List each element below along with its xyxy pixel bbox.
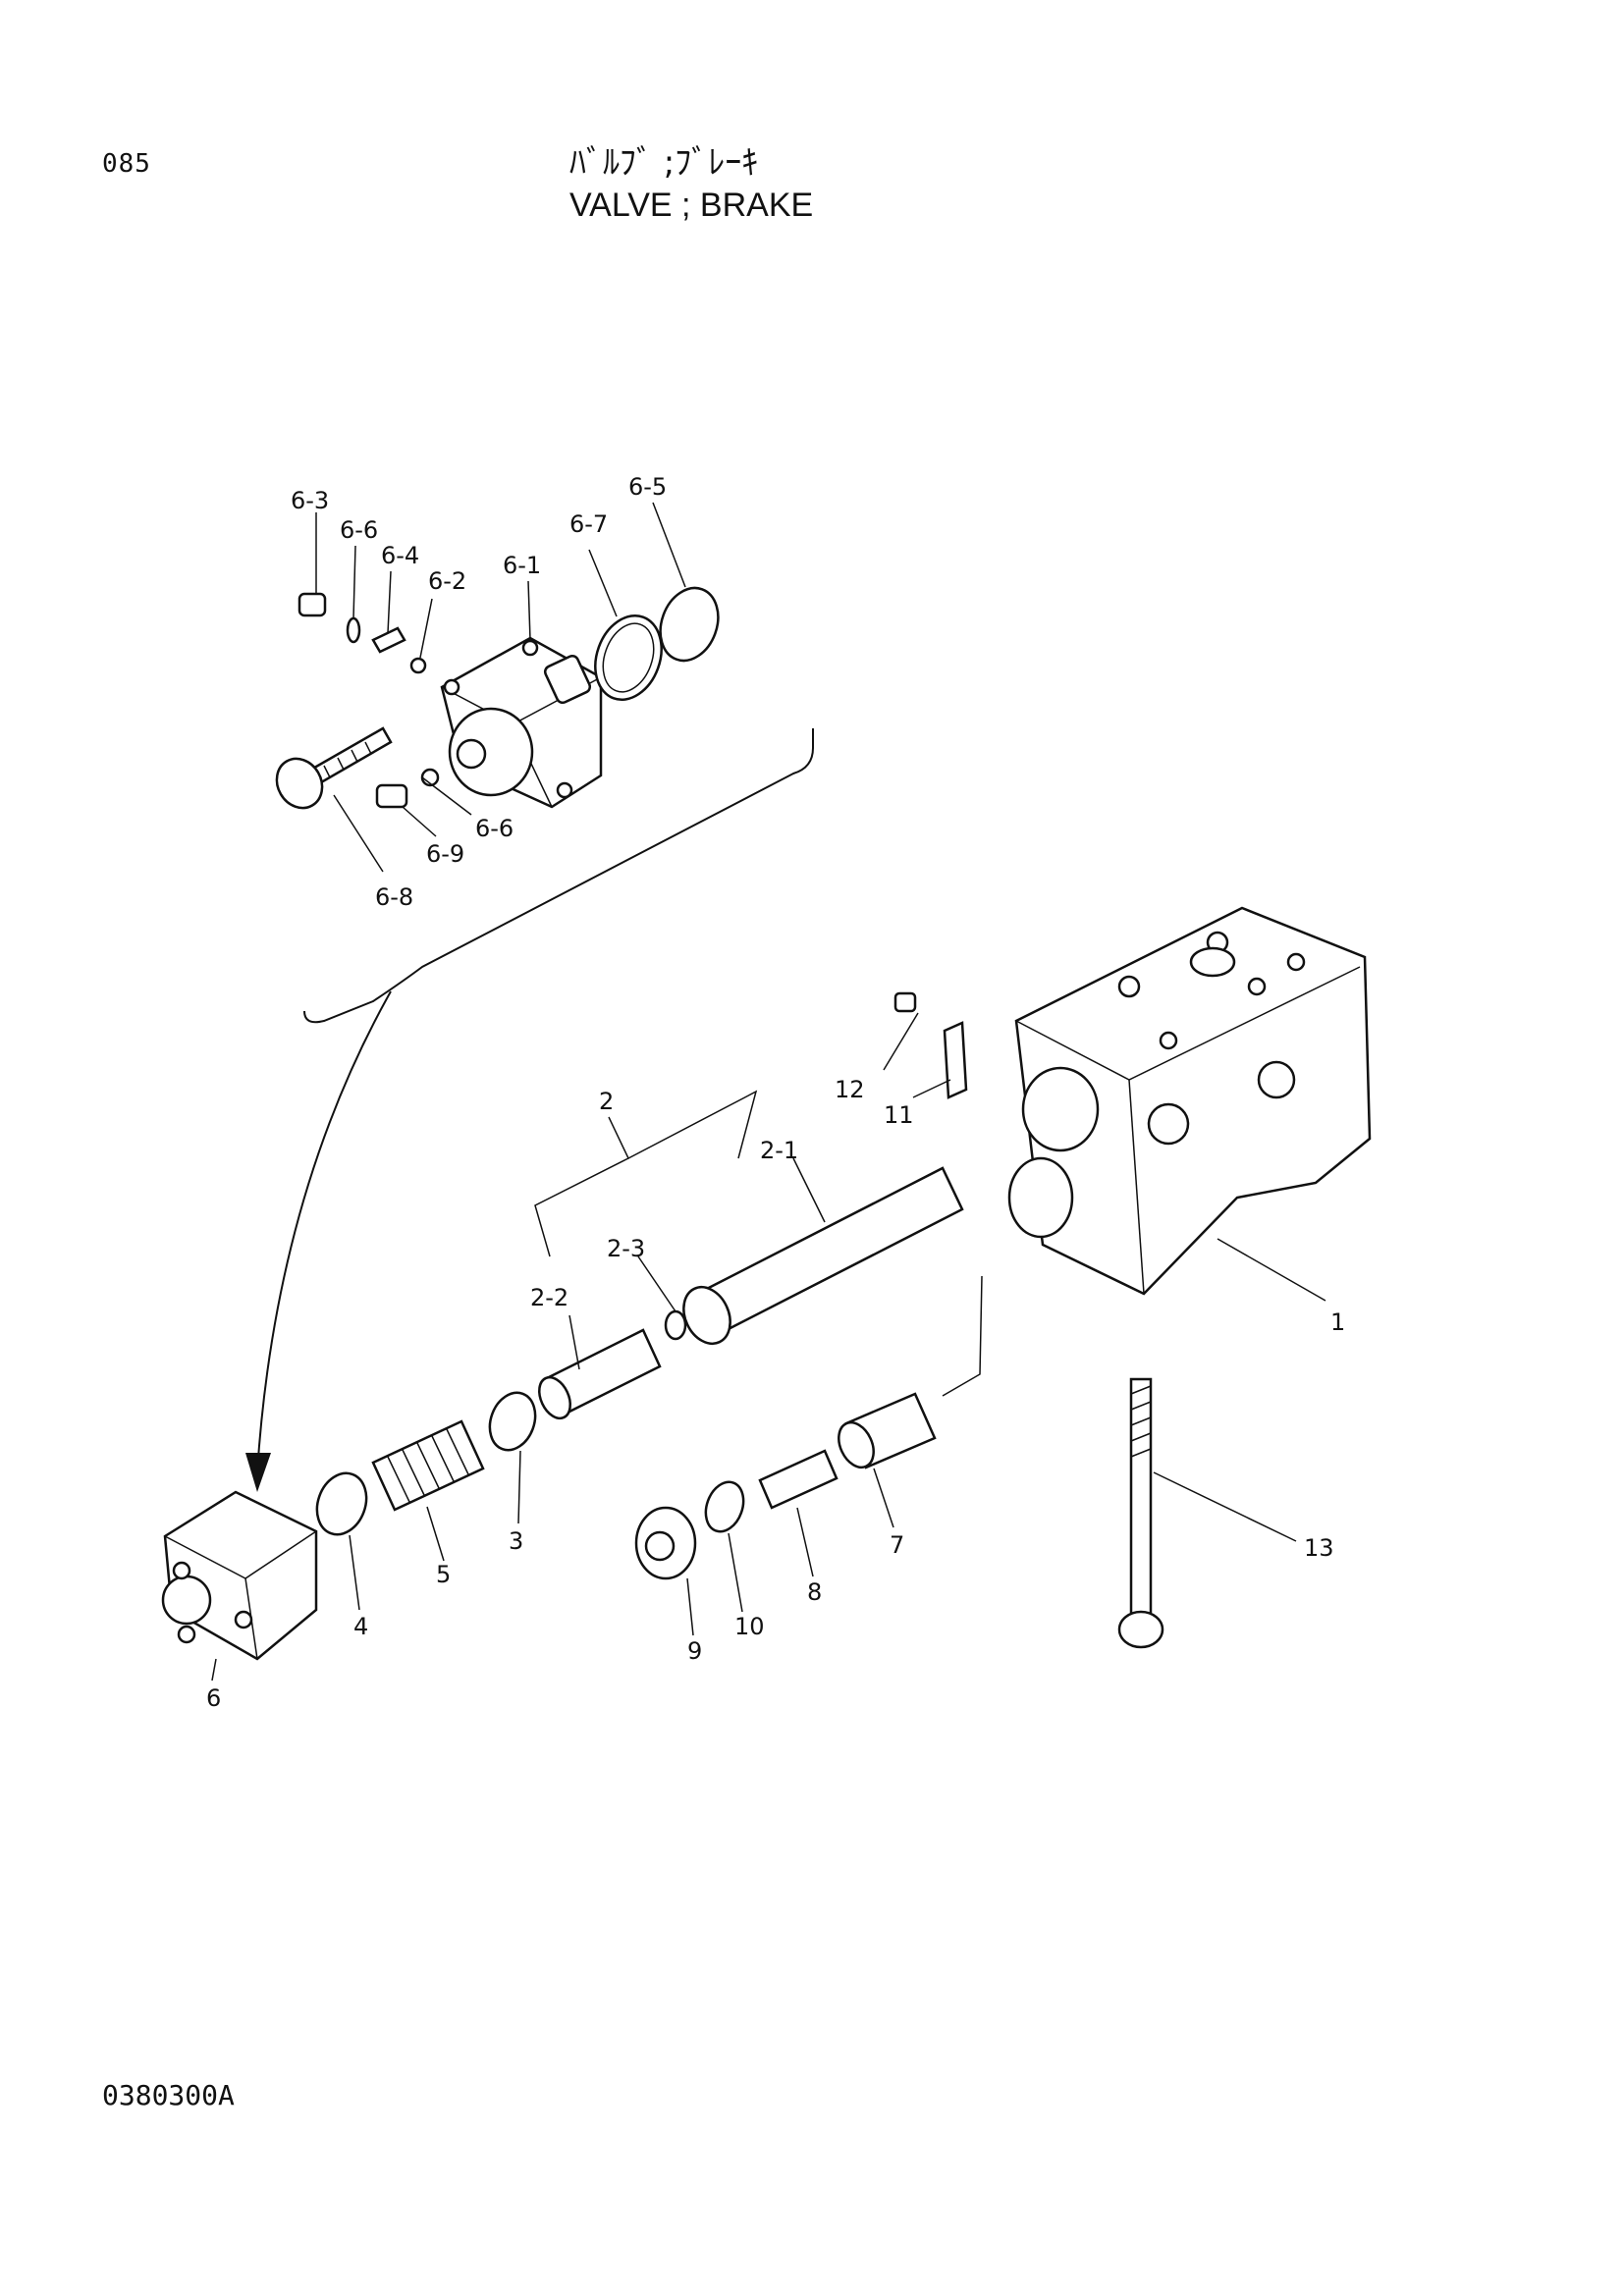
callout-3: 3 — [509, 1527, 523, 1555]
callout-6-6a: 6-6 — [340, 516, 378, 544]
page-code: 085 — [102, 149, 151, 179]
part-6-9-plug — [375, 783, 408, 809]
part-6-7-ring — [594, 614, 663, 702]
callout-4: 4 — [353, 1613, 368, 1640]
part-6-2-ball — [409, 657, 427, 674]
part-2-3-oring — [664, 1309, 687, 1341]
part-6-5-oring — [659, 586, 720, 663]
detail-arrowhead — [245, 1453, 271, 1492]
callout-2-1: 2-1 — [760, 1137, 798, 1164]
part-6-4-spring — [371, 626, 406, 654]
callout-7: 7 — [890, 1531, 904, 1559]
callout-6: 6 — [206, 1684, 221, 1712]
callout-8: 8 — [807, 1578, 822, 1606]
callout-13: 13 — [1304, 1534, 1334, 1562]
part-3-washer — [488, 1391, 537, 1452]
part-12-screw — [893, 991, 917, 1013]
part-1-valve-body — [1007, 906, 1372, 1296]
part-6-6a-oring — [346, 616, 361, 644]
callout-6-2: 6-2 — [428, 567, 466, 595]
part-6-1-cover — [440, 636, 603, 809]
callout-2-3: 2-3 — [607, 1235, 645, 1262]
detail-arrow-line — [256, 990, 392, 1473]
title-english: VALVE ; BRAKE — [569, 187, 814, 224]
drawing-number: 0380300A — [102, 2079, 235, 2111]
part-2-1-spool — [695, 1166, 964, 1337]
part-11-plate — [943, 1021, 968, 1099]
callout-6-6b: 6-6 — [475, 815, 514, 842]
part-6-cover-assembly — [161, 1490, 318, 1661]
callout-2: 2 — [599, 1088, 614, 1115]
part-9-plug — [634, 1506, 697, 1580]
part-10-oring — [704, 1480, 745, 1533]
callout-6-4: 6-4 — [381, 542, 419, 569]
part-6-3-plug — [298, 592, 327, 617]
inset-bracket-line — [303, 728, 814, 1024]
callout-6-3: 6-3 — [291, 487, 329, 514]
callout-10: 10 — [734, 1613, 765, 1640]
part-6-8-bolt — [275, 726, 393, 810]
part-8-spring — [758, 1449, 839, 1510]
callout-6-8: 6-8 — [375, 883, 413, 911]
callout-6-1: 6-1 — [503, 552, 541, 579]
callout-6-7: 6-7 — [569, 510, 608, 538]
callout-12: 12 — [835, 1076, 865, 1103]
callout-2-2: 2-2 — [530, 1284, 568, 1311]
callout-6-5: 6-5 — [628, 473, 667, 501]
callout-9: 9 — [687, 1637, 702, 1665]
title-japanese: ﾊﾞﾙﾌﾞ ;ﾌﾞﾚｰｷ — [569, 143, 759, 183]
part-4-washer — [315, 1471, 368, 1536]
callout-6-9: 6-9 — [426, 840, 464, 868]
callout-11: 11 — [884, 1101, 914, 1129]
callout-1: 1 — [1330, 1308, 1345, 1336]
part-13-bolt — [1117, 1377, 1164, 1649]
detail-inset-group: 6-3 6-6 6-4 6-2 6-1 6-7 6-5 6-6 6-9 6-8 — [245, 473, 814, 1492]
callout-5: 5 — [436, 1561, 451, 1588]
